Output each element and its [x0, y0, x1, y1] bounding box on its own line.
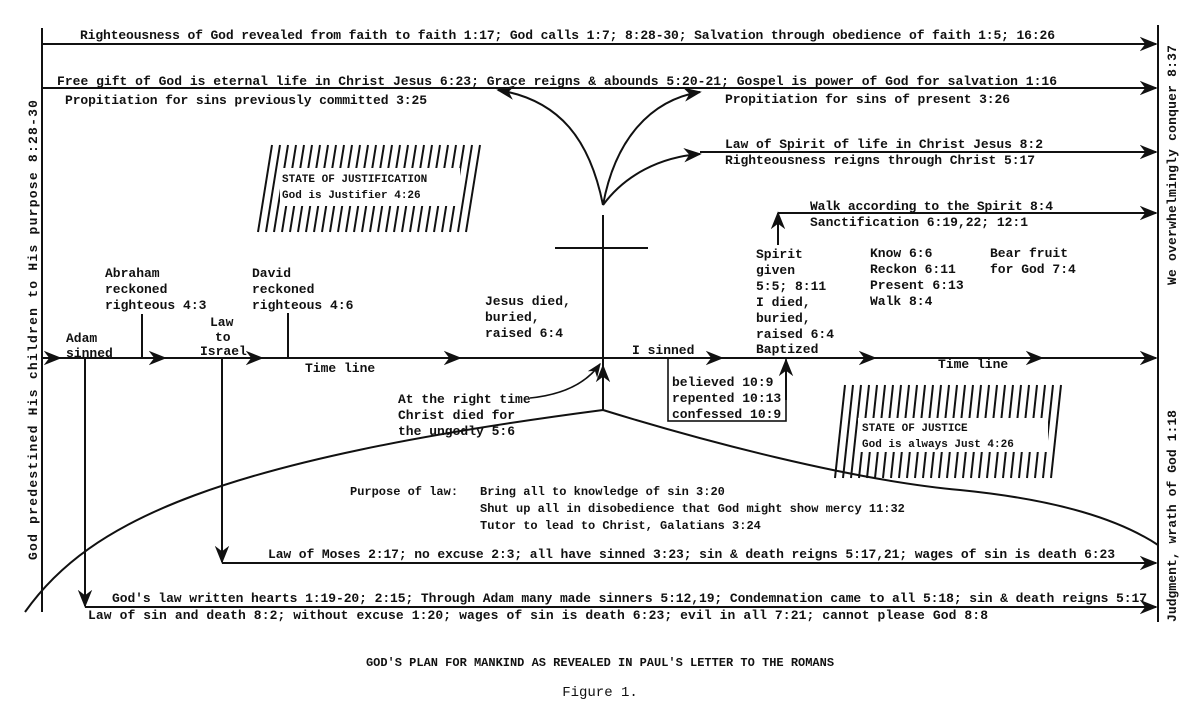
response-item: confessed 10:9	[672, 407, 781, 422]
justification-title: STATE OF JUSTIFICATION	[282, 174, 427, 186]
adam-label: sinned	[66, 346, 113, 361]
curve-to-spirit	[602, 148, 702, 206]
spirit-line-text: buried,	[756, 311, 811, 326]
sin-death-label: Law of sin and death 8:2; without excuse…	[88, 608, 988, 623]
moses-line-label: Law of Moses 2:17; no excuse 2:3; all ha…	[268, 547, 1115, 562]
spirit-line-text: I died,	[756, 295, 811, 310]
hatch-stroke	[850, 384, 862, 479]
spirit-line-text: Spirit	[756, 247, 803, 262]
right-time-label: Christ died for	[398, 408, 515, 423]
time-line-label-1: Time line	[305, 361, 375, 376]
spirit-line-text: 5:5; 8:11	[756, 279, 826, 294]
fruit-label: for God 7:4	[990, 262, 1076, 277]
law-curve	[24, 408, 1159, 613]
hatch-stroke	[457, 144, 473, 233]
jesus-label: Jesus died,	[485, 294, 571, 309]
abraham-label: Abraham	[105, 266, 160, 281]
curve-to-present	[602, 87, 702, 206]
grace-line-label: Free gift of God is eternal life in Chri…	[57, 74, 1057, 89]
purpose-item: Bring all to knowledge of sin 3:20	[480, 485, 725, 499]
propitiation-present-label: Propitiation for sins of present 3:26	[725, 92, 1010, 107]
hatch-stroke	[265, 144, 281, 233]
hatch-stroke	[257, 144, 273, 233]
law-label: Israel	[200, 344, 247, 359]
abraham-label: righteous 4:3	[105, 298, 207, 313]
fruit-label: Bear fruit	[990, 246, 1068, 261]
david-label: David	[252, 266, 291, 281]
adam-label: Adam	[66, 331, 97, 346]
jesus-label: buried,	[485, 310, 540, 325]
i-sinned-label: I sinned	[632, 343, 694, 358]
david-label: reckoned	[252, 282, 314, 297]
jesus-label: raised 6:4	[485, 326, 563, 341]
walk-label: Walk according to the Spirit 8:4	[810, 199, 1053, 214]
present-label: Present 6:13	[870, 278, 964, 293]
right-time-arrow	[529, 362, 601, 399]
left-axis-label: God predestined His children to His purp…	[26, 100, 41, 560]
right-axis-top-label: We overwhelmingly conquer 8:37	[1165, 45, 1180, 285]
spirit-line-text: Baptized	[756, 342, 818, 357]
gods-law-label: God's law written hearts 1:19-20; 2:15; …	[112, 591, 1147, 606]
spirit-line-text: given	[756, 263, 795, 278]
hatch-stroke	[834, 384, 846, 479]
curve-to-past	[496, 85, 604, 206]
right-time-label: At the right time	[398, 392, 531, 407]
walk-step-label: Walk 8:4	[870, 294, 933, 309]
spirit-line-text: raised 6:4	[756, 327, 834, 342]
hatch-stroke	[465, 144, 481, 233]
sanctification-label: Sanctification 6:19,22; 12:1	[810, 215, 1028, 230]
faith-line-label: Righteousness of God revealed from faith…	[80, 28, 1055, 43]
purpose-item: Tutor to lead to Christ, Galatians 3:24	[480, 519, 761, 533]
know-label: Know 6:6	[870, 246, 933, 261]
justice-title: STATE OF JUSTICE	[862, 423, 968, 435]
justification-text: God is Justifier 4:26	[282, 190, 421, 202]
response-item: repented 10:13	[672, 391, 781, 406]
purpose-item: Shut up all in disobedience that God mig…	[480, 502, 905, 516]
caption: GOD'S PLAN FOR MANKIND AS REVEALED IN PA…	[366, 656, 834, 670]
propitiation-past-label: Propitiation for sins previously committ…	[65, 93, 427, 108]
spirit-given-label: Spirit given 5:5; 8:11 I died, buried, r…	[756, 247, 834, 357]
response-item: believed 10:9	[672, 375, 774, 390]
hatch-stroke	[1050, 384, 1062, 479]
hatch-stroke	[842, 384, 854, 479]
law-label: to	[215, 330, 231, 345]
david-label: righteous 4:6	[252, 298, 354, 313]
figure-label: Figure 1.	[562, 685, 638, 701]
spirit-law-label: Law of Spirit of life in Christ Jesus 8:…	[725, 137, 1043, 152]
abraham-label: reckoned	[105, 282, 167, 297]
purpose-label: Purpose of law:	[350, 485, 458, 499]
law-label: Law	[210, 315, 234, 330]
time-line-label-2: Time line	[938, 357, 1008, 372]
righteousness-reigns-label: Righteousness reigns through Christ 5:17	[725, 153, 1035, 168]
right-axis-bottom-label: Judgment, wrath of God 1:18	[1165, 410, 1180, 622]
justice-text: God is always Just 4:26	[862, 439, 1014, 451]
reckon-label: Reckon 6:11	[870, 262, 956, 277]
